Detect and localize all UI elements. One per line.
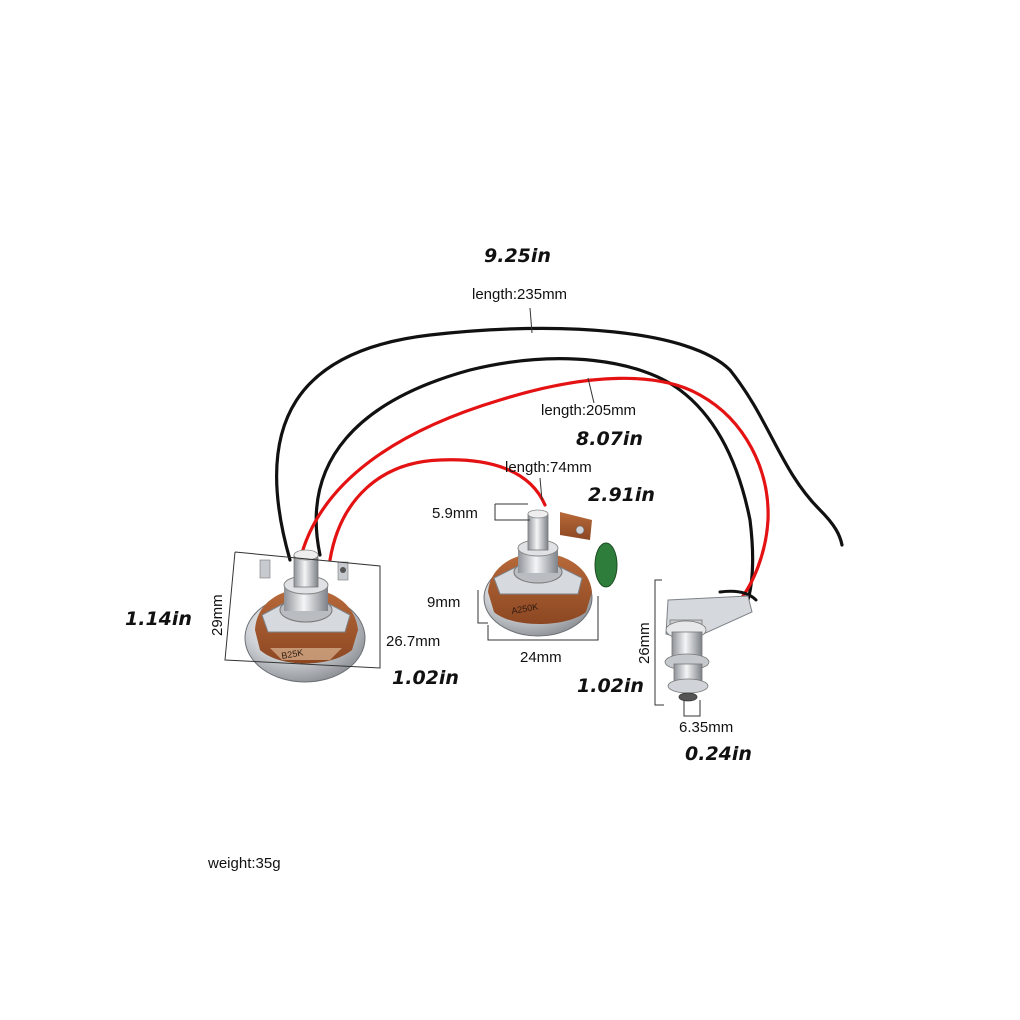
pot-left-height-mm: 29mm [209,594,226,636]
black-wire-length-in: 9.25in [484,245,551,267]
black-wire-long [275,326,844,562]
red-wire-long [298,376,770,602]
pot-left-width-mm: 26.7mm [386,633,441,650]
black-wire-jack [718,589,758,602]
dimension-lines [224,307,701,717]
pot-left-height-in: 1.14in [125,608,192,630]
short-wire-length-in: 2.91in [588,484,655,506]
pot-mid: A250K [483,509,618,637]
black-wire-inner [314,357,755,602]
black-wire-length-mm: length:235mm [472,286,568,303]
weight-label: weight:35g [208,855,281,872]
pot-left-marking: B25K [281,647,304,661]
jack-height-mm: 26mm [636,622,653,664]
shaft-diameter-label: 5.9mm [432,505,478,522]
wires [275,326,844,602]
red-wire-short [328,458,547,562]
red-wire-length-in: 8.07in [576,428,643,450]
jack-diameter-mm: 6.35mm [679,719,734,736]
output-jack [664,595,753,702]
capacitor [594,542,618,588]
pot-mid-marking: A250K [511,601,539,616]
jack-height-in: 1.02in [577,675,644,697]
pot-left-width-in: 1.02in [392,667,459,689]
pot-mid-height-mm: 9mm [427,594,461,611]
jack-diameter-in: 0.24in [685,743,752,765]
pot-mid-width-mm: 24mm [520,649,562,666]
pot-left: B25K [244,549,366,683]
red-wire-length-mm: length:205mm [541,402,637,419]
short-wire-length-mm: length:74mm [505,459,592,476]
